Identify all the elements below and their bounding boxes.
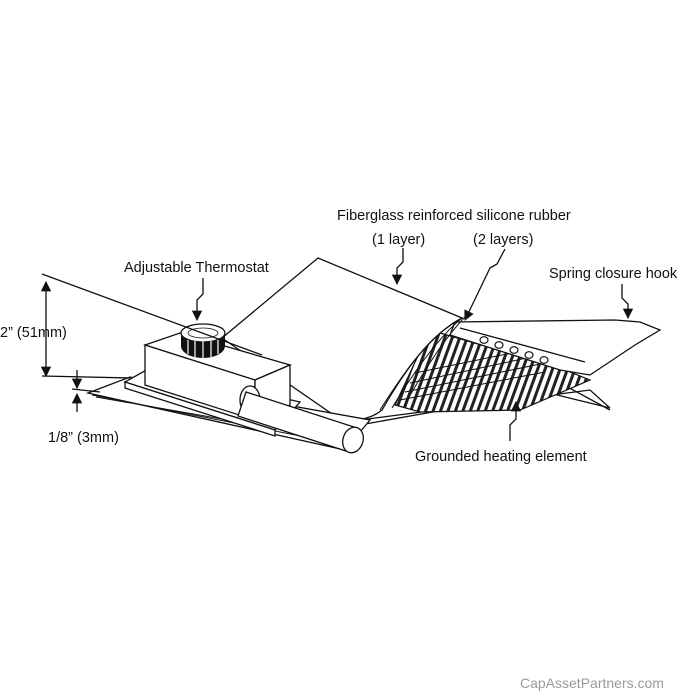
fiberglass-label: Fiberglass reinforced silicone rubber — [337, 208, 571, 224]
height-dimension-label: 2” (51mm) — [0, 325, 67, 341]
watermark: CapAssetPartners.com — [520, 675, 664, 691]
closure-hole-2 — [494, 341, 504, 349]
heating-element-label: Grounded heating element — [415, 449, 587, 465]
two-layers-label: (2 layers) — [473, 232, 533, 248]
closure-hole-3 — [509, 346, 519, 354]
thickness-dimension-label: 1/8” (3mm) — [48, 430, 119, 446]
one-layer-label: (1 layer) — [372, 232, 425, 248]
closure-holes — [479, 336, 549, 364]
power-cable — [237, 391, 364, 454]
spring-hook-label: Spring closure hook — [549, 266, 678, 282]
closure-hole-5 — [539, 356, 549, 364]
thermostat-label: Adjustable Thermostat — [124, 260, 269, 276]
dimension-lines — [40, 273, 263, 412]
thermostat-dial — [180, 323, 226, 358]
closure-hole-4 — [524, 351, 534, 359]
top-layer-strip — [449, 319, 662, 376]
leader-lines — [191, 248, 634, 441]
closure-hole-1 — [479, 336, 489, 344]
